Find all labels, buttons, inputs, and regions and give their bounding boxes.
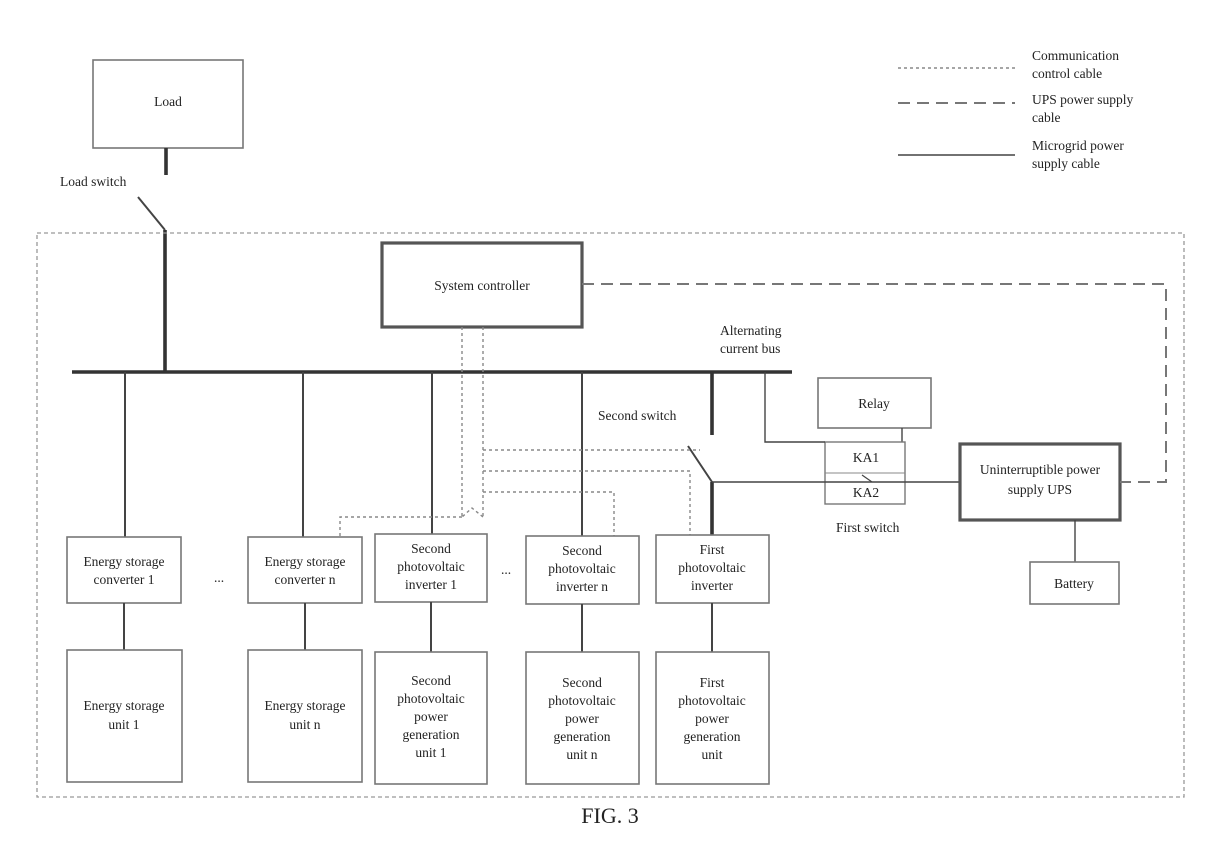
first-generation-label-3: power — [695, 711, 729, 726]
converter-1-label-1: Energy storage — [83, 554, 164, 569]
first-inverter-label-3: inverter — [691, 578, 733, 593]
comm-to-inverter-1 — [462, 508, 483, 517]
ac-bus-label-2: current bus — [720, 341, 780, 356]
generation-n-label-1: Second — [562, 675, 602, 690]
converter-ellipsis: ... — [214, 570, 224, 585]
inverter-n-label-3: inverter n — [556, 579, 608, 594]
converter-n-label-2: converter n — [274, 572, 335, 587]
legend: Communication control cable UPS power su… — [898, 48, 1134, 171]
energy-storage-converter-n — [248, 537, 362, 603]
legend-microgrid-label-2: supply cable — [1032, 156, 1100, 171]
generation-n-label-2: photovoltaic — [548, 693, 616, 708]
system-controller-label: System controller — [434, 278, 530, 293]
ac-bus-label-1: Alternating — [720, 323, 782, 338]
inverter-n-label-2: photovoltaic — [548, 561, 616, 576]
energy-storage-converter-1 — [67, 537, 181, 603]
storage-unit-n-label-1: Energy storage — [264, 698, 345, 713]
generation-1-label-3: power — [414, 709, 448, 724]
ups-label-1: Uninterruptible power — [980, 462, 1101, 477]
generation-1-label-4: generation — [403, 727, 460, 742]
comm-to-first-inverter — [483, 471, 690, 535]
figure-caption: FIG. 3 — [581, 803, 638, 828]
generation-n-label-5: unit n — [566, 747, 597, 762]
relay-label: Relay — [858, 396, 890, 411]
first-inverter-label-2: photovoltaic — [678, 560, 746, 575]
legend-ups-label-2: cable — [1032, 110, 1060, 125]
bus-to-ka1-cable — [765, 372, 825, 442]
generation-n-label-4: generation — [554, 729, 611, 744]
generation-1-label-2: photovoltaic — [397, 691, 465, 706]
first-generation-label-1: First — [700, 675, 725, 690]
generation-1-label-1: Second — [411, 673, 451, 688]
legend-ups-label-1: UPS power supply — [1032, 92, 1134, 107]
generation-1-label-5: unit 1 — [415, 745, 446, 760]
legend-microgrid-label-1: Microgrid power — [1032, 138, 1124, 153]
second-switch-blade — [688, 446, 712, 482]
inverter-ellipsis: ... — [501, 562, 511, 577]
first-generation-label-4: generation — [684, 729, 741, 744]
legend-communication-label-1: Communication — [1032, 48, 1119, 63]
battery-label: Battery — [1054, 576, 1094, 591]
first-generation-label-5: unit — [701, 747, 722, 762]
ka1-label: KA1 — [853, 450, 879, 465]
load-switch-label: Load switch — [60, 174, 127, 189]
energy-storage-unit-n — [248, 650, 362, 782]
comm-to-inverter-n — [483, 492, 614, 536]
ups-label-2: supply UPS — [1008, 482, 1072, 497]
first-inverter-label-1: First — [700, 542, 725, 557]
first-generation-label-2: photovoltaic — [678, 693, 746, 708]
ka2-label: KA2 — [853, 485, 879, 500]
inverter-1-label-2: photovoltaic — [397, 559, 465, 574]
storage-unit-1-label-1: Energy storage — [83, 698, 164, 713]
storage-unit-1-label-2: unit 1 — [108, 717, 139, 732]
inverter-1-label-3: inverter 1 — [405, 577, 457, 592]
legend-communication-label-2: control cable — [1032, 66, 1102, 81]
second-switch-label: Second switch — [598, 408, 677, 423]
energy-storage-unit-1 — [67, 650, 182, 782]
first-switch-label: First switch — [836, 520, 900, 535]
load-label: Load — [154, 94, 182, 109]
inverter-1-label-1: Second — [411, 541, 451, 556]
generation-n-label-3: power — [565, 711, 599, 726]
storage-unit-n-label-2: unit n — [289, 717, 320, 732]
load-switch-blade — [138, 197, 165, 230]
inverter-n-label-1: Second — [562, 543, 602, 558]
communication-cables — [340, 327, 700, 537]
converter-1-label-2: converter 1 — [93, 572, 154, 587]
converter-n-label-1: Energy storage — [264, 554, 345, 569]
